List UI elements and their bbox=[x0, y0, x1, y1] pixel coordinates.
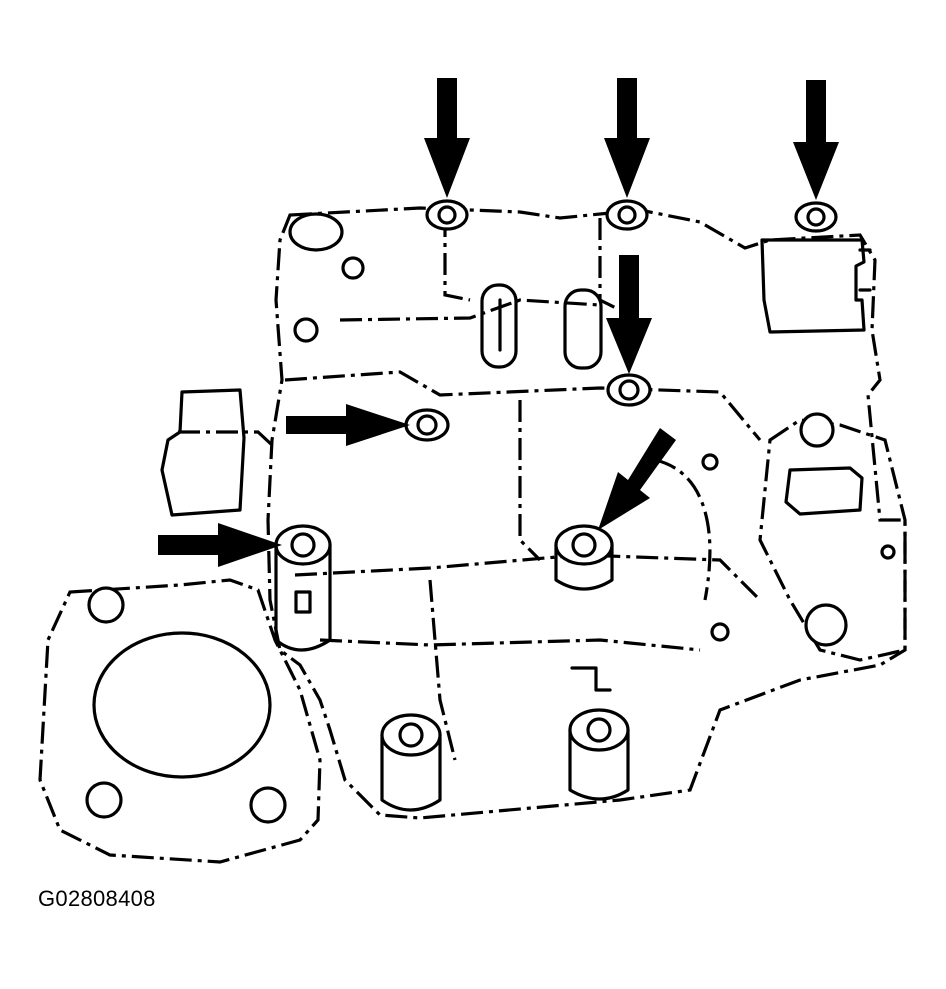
arrow-low-left bbox=[158, 523, 282, 567]
mounting-flange bbox=[38, 578, 322, 864]
arrow-top-right bbox=[793, 80, 839, 200]
bolt-bosses bbox=[274, 524, 630, 812]
bolt-holes bbox=[288, 199, 896, 647]
fluid-slots bbox=[443, 215, 621, 692]
figure-code: G02808408 bbox=[38, 886, 156, 911]
arrow-top-center bbox=[604, 78, 650, 198]
arrow-top-left bbox=[424, 78, 470, 198]
right-bracket bbox=[760, 238, 872, 334]
solenoid-connector bbox=[160, 388, 274, 517]
arrow-mid-left bbox=[286, 404, 410, 446]
indicator-arrows bbox=[158, 78, 839, 567]
right-flange bbox=[758, 418, 907, 662]
arrow-mid-center bbox=[606, 255, 652, 374]
arrow-diagonal bbox=[598, 428, 676, 530]
